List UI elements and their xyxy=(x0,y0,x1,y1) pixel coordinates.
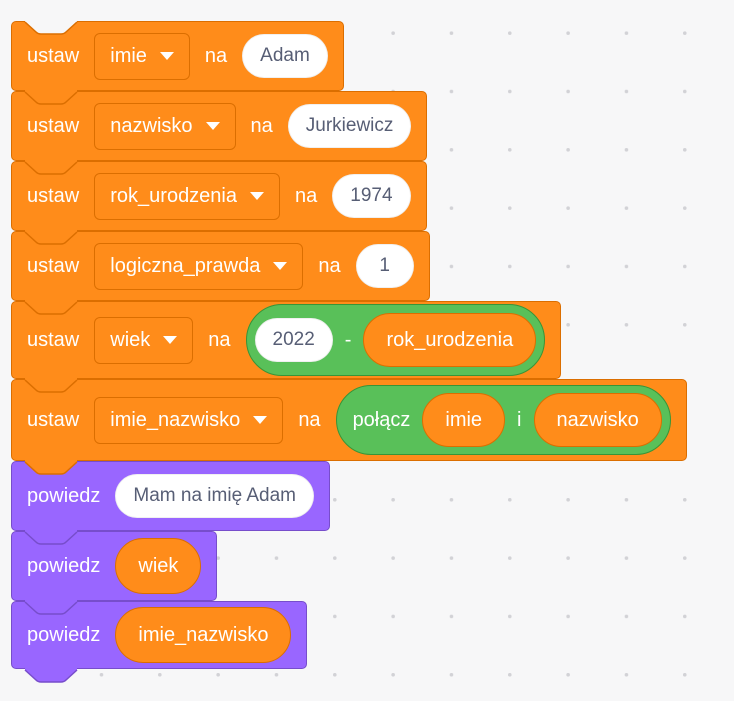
dropdown-selected-value: logiczna_prawda xyxy=(110,254,261,277)
block-notch xyxy=(24,229,78,245)
reporter-text: rok_urodzenia xyxy=(386,328,514,351)
dropdown-selected-value: imie xyxy=(110,44,147,67)
block-notch xyxy=(24,529,78,545)
block-notch xyxy=(24,459,78,475)
input-text: 1 xyxy=(379,255,390,276)
dropdown-caret-icon xyxy=(159,52,174,60)
dropdown-caret-icon xyxy=(273,262,288,270)
reporter-text: imie xyxy=(445,408,483,431)
variable-dropdown-wiek[interactable]: wiek xyxy=(94,316,194,364)
value-input-nazwisko[interactable]: Jurkiewicz xyxy=(287,104,412,148)
value-input-imie[interactable]: Adam xyxy=(242,34,328,78)
block-notch xyxy=(24,159,78,175)
variable-dropdown-logiczna-prawda[interactable]: logiczna_prawda xyxy=(94,242,304,290)
set-variable-block-nazwisko[interactable]: ustaw nazwisko na Jurkiewicz xyxy=(11,89,428,161)
dropdown-caret-icon xyxy=(163,336,178,344)
block-notch xyxy=(24,377,78,393)
dropdown-selected-value: imie_nazwisko xyxy=(110,408,241,431)
preposition-label: na xyxy=(208,328,231,351)
say-keyword-label: powiedz xyxy=(27,484,101,507)
set-keyword-label: ustaw xyxy=(27,114,80,137)
variable-reporter-nazwisko[interactable]: nazwisko xyxy=(533,393,662,447)
preposition-label: na xyxy=(204,44,228,67)
subtract-operator-block[interactable]: 2022 - rok_urodzenia xyxy=(245,304,546,376)
block-notch xyxy=(24,299,78,315)
block-stack: ustaw imie na Adam ustaw nazwisko na xyxy=(11,19,687,683)
variable-dropdown-imie[interactable]: imie xyxy=(94,32,190,80)
say-keyword-label: powiedz xyxy=(27,554,101,577)
set-variable-block-imie-nazwisko[interactable]: ustaw imie_nazwisko na połącz imie i naz… xyxy=(11,377,687,461)
reporter-text: nazwisko xyxy=(556,408,639,431)
preposition-label: na xyxy=(318,254,341,277)
set-keyword-label: ustaw xyxy=(27,328,80,351)
reporter-text: wiek xyxy=(138,554,179,577)
say-message-input[interactable]: Mam na imię Adam xyxy=(115,474,315,518)
dropdown-caret-icon xyxy=(253,416,268,424)
set-keyword-label: ustaw xyxy=(27,254,80,277)
input-text: Mam na imię Adam xyxy=(133,485,297,506)
set-variable-block-wiek[interactable]: ustaw wiek na 2022 - rok_urodzenia xyxy=(11,299,562,379)
variable-reporter-rok-urodzenia[interactable]: rok_urodzenia xyxy=(363,313,537,367)
set-keyword-label: ustaw xyxy=(27,408,80,431)
variable-reporter-imie[interactable]: imie xyxy=(422,393,506,447)
say-block-text[interactable]: powiedz Mam na imię Adam xyxy=(11,459,331,531)
input-text: 1974 xyxy=(350,185,393,206)
reporter-text: imie_nazwisko xyxy=(138,623,269,646)
preposition-label: na xyxy=(250,114,273,137)
minus-operator-label: - xyxy=(344,328,352,351)
input-text: 2022 xyxy=(272,329,315,350)
dropdown-selected-value: nazwisko xyxy=(110,114,193,137)
variable-reporter-wiek[interactable]: wiek xyxy=(115,538,202,594)
preposition-label: na xyxy=(295,184,318,207)
dropdown-caret-icon xyxy=(205,122,220,130)
variable-dropdown-imie-nazwisko[interactable]: imie_nazwisko xyxy=(94,396,284,444)
join-keyword-label: połącz xyxy=(352,408,411,431)
preposition-label: na xyxy=(298,408,321,431)
variable-dropdown-rok-urodzenia[interactable]: rok_urodzenia xyxy=(94,172,280,220)
dropdown-selected-value: wiek xyxy=(110,328,151,351)
variable-reporter-imie-nazwisko[interactable]: imie_nazwisko xyxy=(115,607,292,663)
say-keyword-label: powiedz xyxy=(27,623,101,646)
set-keyword-label: ustaw xyxy=(27,184,80,207)
join-operator-block[interactable]: połącz imie i nazwisko xyxy=(335,385,671,455)
set-variable-block-logiczna-prawda[interactable]: ustaw logiczna_prawda na 1 xyxy=(11,229,430,301)
block-notch xyxy=(24,19,78,35)
set-variable-block-imie[interactable]: ustaw imie na Adam xyxy=(11,19,344,91)
value-input-rok-urodzenia[interactable]: 1974 xyxy=(332,174,411,218)
say-block-wiek[interactable]: powiedz wiek xyxy=(11,529,218,601)
say-block-imie-nazwisko[interactable]: powiedz imie_nazwisko xyxy=(11,599,308,683)
variable-dropdown-nazwisko[interactable]: nazwisko xyxy=(94,102,236,150)
set-keyword-label: ustaw xyxy=(27,44,80,67)
set-variable-block-rok-urodzenia[interactable]: ustaw rok_urodzenia na 1974 xyxy=(11,159,427,231)
dropdown-selected-value: rok_urodzenia xyxy=(110,184,237,207)
join-conjunction-label: i xyxy=(517,408,522,431)
operand-input-left[interactable]: 2022 xyxy=(254,318,333,362)
input-text: Adam xyxy=(260,45,310,66)
block-bump xyxy=(24,667,78,683)
block-notch xyxy=(24,89,78,105)
value-input-logiczna-prawda[interactable]: 1 xyxy=(355,244,414,288)
dropdown-caret-icon xyxy=(250,192,264,200)
input-text: Jurkiewicz xyxy=(305,115,394,136)
block-notch xyxy=(24,599,78,615)
